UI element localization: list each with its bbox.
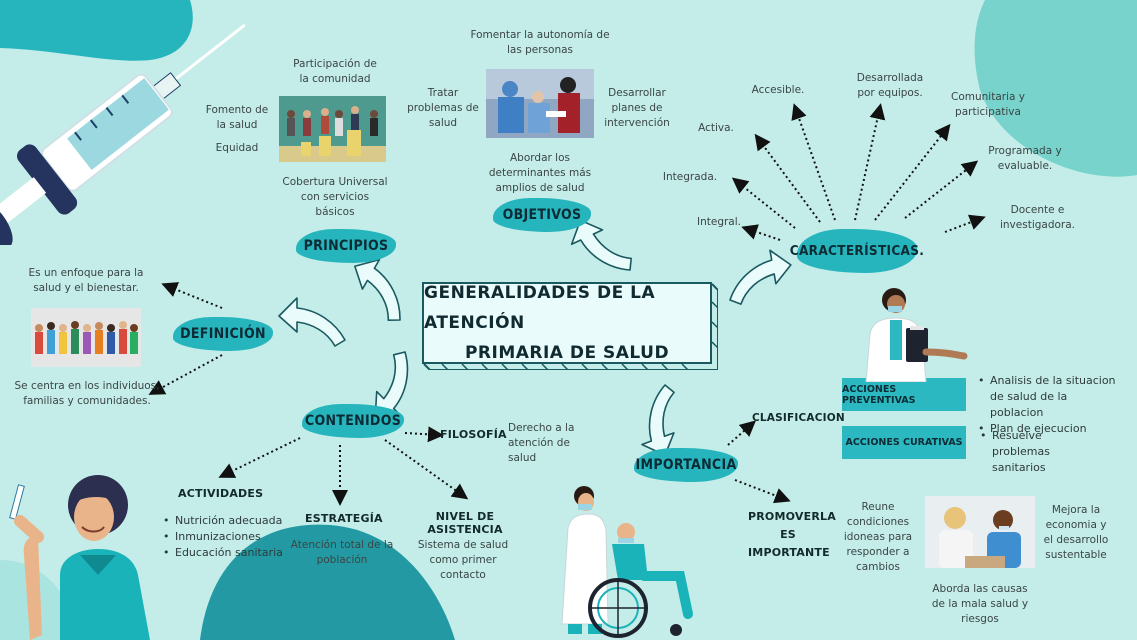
importancia-label: IMPORTANCIA [634,448,738,482]
estrategia-text: Atención total de la población [290,538,394,568]
integrada-text: Integrada. [660,170,720,185]
actividades-label: ACTIVIDADES [178,487,254,500]
nurse-illustration [0,465,175,640]
centra-text: Se centra en los individuos, familias y … [14,379,160,409]
crowd-photo [31,308,141,367]
principios-label: PRINCIPIOS [296,229,396,263]
actividad-item: Educación sanitaria [163,545,283,561]
abordar-text: Abordar los determinantes más amplios de… [470,151,610,196]
nivel-label: NIVEL DE ASISTENCIA [410,510,520,536]
promoverla-label: PROMOVERLA ES IMPORTANTE [748,508,828,562]
autonomia-text: Fomentar la autonomía de las personas [470,28,610,58]
curativa-item: Resuelve problemas sanitarios [980,428,1090,476]
definicion-label: DEFINICIÓN [173,317,273,351]
curativas-list: Resuelve problemas sanitarios [980,428,1090,476]
clasificacion-label: CLASIFICACION [752,412,828,424]
desarrollar-text: Desarrollar planes de intervención [603,86,671,131]
derecho-text: Derecho a la atención de salud [508,421,598,466]
programada-text: Programada y evaluable. [985,144,1065,174]
doctor-illustration [852,282,972,382]
contenidos-label: CONTENIDOS [302,404,404,438]
participacion-text: Participación de la comunidad [290,57,380,87]
aborda-text: Aborda las causas de la mala salud y rie… [928,582,1032,627]
actividades-list: Nutrición adecuada Inmunizaciones Educac… [163,513,283,561]
wheelchair-illustration [548,484,698,640]
curativas-box: ACCIONES CURATIVAS [842,426,966,459]
estrategia-label: ESTRATEGÍA [305,512,377,525]
accesible-text: Accesible. [748,83,808,98]
community-photo [279,96,386,162]
integral-text: Integral. [694,215,744,230]
filosofia-label: FILOSOFÍA [440,428,500,441]
fomento-text: Fomento de la salud [202,103,272,133]
nivel-text: Sistema de salud como primer contacto [415,538,511,583]
equidad-text: Equidad [202,141,272,156]
mejora-text: Mejora la economia y el desarrollo suste… [1040,503,1112,563]
health-workers-photo [486,69,594,138]
preventivas-box: ACCIONES PREVENTIVAS [842,378,966,411]
desarrollada-text: Desarrollada por equipos. [852,71,928,101]
activa-text: Activa. [694,121,738,136]
comunitaria-text: Comunitaria y participativa [948,90,1028,120]
preventiva-item: Analisis de la situacion de salud de la … [978,373,1118,421]
actividad-item: Inmunizaciones [163,529,283,545]
docente-text: Docente e investigadora. [990,203,1085,233]
actividad-item: Nutrición adecuada [163,513,283,529]
caracteristicas-label: CARACTERÍSTICAS. [797,229,917,273]
reune-text: Reune condiciones idoneas para responder… [843,500,913,575]
tratar-text: Tratar problemas de salud [405,86,481,131]
objetivos-label: OBJETIVOS [493,198,591,232]
enfoque-text: Es un enfoque para la salud y el bienest… [22,266,150,296]
cobertura-text: Cobertura Universal con servicios básico… [280,175,390,220]
consultation-photo [925,496,1035,568]
